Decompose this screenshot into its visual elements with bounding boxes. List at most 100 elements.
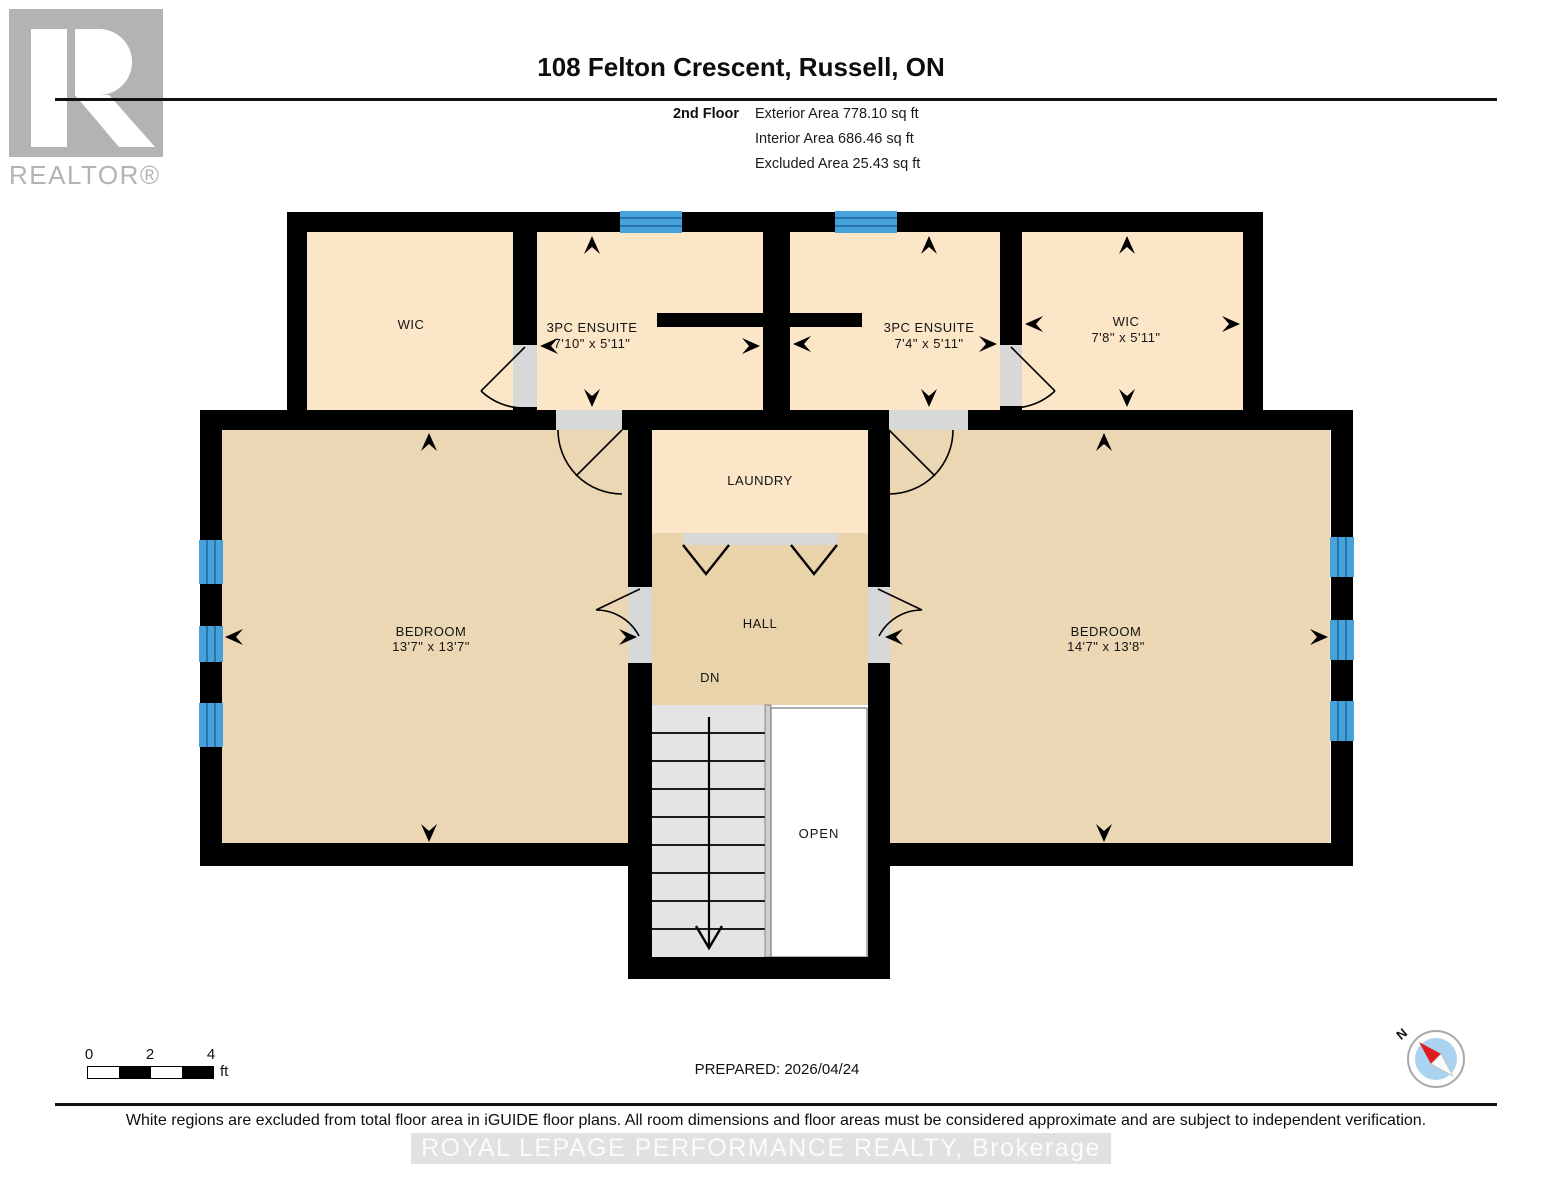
- dim-arrow-up-icon: [421, 433, 437, 451]
- wall: [200, 843, 652, 866]
- room-labels: WIC 3PC ENSUITE 7'10" x 5'11" 3PC ENSUIT…: [392, 314, 1160, 841]
- scale-label-4: 4: [206, 1046, 216, 1063]
- room-dims-ensuite-left: 7'10" x 5'11": [554, 336, 631, 351]
- laundry-floor: [652, 428, 868, 533]
- walls: [200, 212, 1353, 979]
- scale-segment: [150, 1067, 182, 1078]
- disclaimer-text: White regions are excluded from total fl…: [125, 1112, 1427, 1129]
- dim-arrow-up-icon: [1119, 236, 1135, 254]
- scale-segment: [119, 1067, 151, 1078]
- wall: [868, 410, 890, 979]
- room-label-ensuite-left: 3PC ENSUITE: [547, 320, 638, 335]
- door-openings: [513, 345, 1022, 663]
- stair-railing: [764, 704, 772, 958]
- window: [1330, 701, 1354, 741]
- door-swing: [1010, 346, 1056, 409]
- wall: [657, 313, 763, 327]
- room-label-wic-left: WIC: [398, 317, 425, 332]
- door-swing: [480, 346, 526, 409]
- hall-floor: [652, 533, 868, 705]
- open-area-label: OPEN: [799, 826, 840, 841]
- room-label-bedroom-left: BEDROOM: [396, 624, 467, 639]
- window: [199, 703, 223, 747]
- floor-label: 2nd Floor: [672, 106, 739, 122]
- bifold-door: [682, 544, 730, 576]
- compass-needle-south: [1430, 1053, 1455, 1078]
- room-label-laundry: LAUNDRY: [727, 473, 792, 488]
- stair-down-arrow-icon: [694, 925, 724, 951]
- door: [556, 410, 622, 430]
- door: [868, 587, 890, 663]
- window: [1330, 620, 1354, 660]
- realtor-logo-icon: [9, 9, 163, 157]
- dim-arrow-left-icon: [540, 338, 558, 354]
- open-to-below: [770, 707, 868, 958]
- wall: [628, 410, 652, 979]
- dim-arrow-down-icon: [584, 389, 600, 407]
- dim-arrow-down-icon: [921, 389, 937, 407]
- door-swing: [877, 588, 923, 637]
- room-label-ensuite-right: 3PC ENSUITE: [884, 320, 975, 335]
- room-dims-ensuite-right: 7'4" x 5'11": [894, 336, 963, 351]
- room-label-hall: HALL: [743, 616, 778, 631]
- door-swing: [888, 429, 954, 495]
- dim-arrow-right-icon: [742, 338, 760, 354]
- realtor-logo-text: REALTOR®: [9, 160, 161, 190]
- page-title: 108 Felton Crescent, Russell, ON: [537, 52, 945, 82]
- realtor-logo-r-leg: [75, 95, 155, 147]
- door-swing: [595, 588, 641, 637]
- wall: [1243, 212, 1263, 430]
- dim-arrow-left-icon: [225, 629, 243, 645]
- realtor-logo-r-bowl: [75, 29, 132, 95]
- realtor-logo-r-bar: [31, 29, 67, 147]
- prepared-date: PREPARED: 2026/04/24: [694, 1061, 860, 1078]
- dim-arrow-down-icon: [421, 824, 437, 842]
- room-dims-wic-right: 7'8" x 5'11": [1091, 330, 1160, 345]
- bifold-door: [790, 544, 838, 576]
- compass-needle-north: [1419, 1042, 1441, 1064]
- bedroom-right-floor: [868, 430, 1330, 845]
- room-label-bedroom-right: BEDROOM: [1071, 624, 1142, 639]
- window: [620, 211, 682, 233]
- stat-interior-area: Interior Area 686.46 sq ft: [755, 131, 914, 147]
- dim-arrow-right-icon: [619, 629, 637, 645]
- bedroom-left-floor: [222, 430, 652, 845]
- footer-divider: [55, 1103, 1497, 1106]
- door-swings: [480, 346, 1056, 637]
- window: [199, 626, 223, 662]
- dim-arrow-right-icon: [1310, 629, 1328, 645]
- scale-segment: [88, 1067, 120, 1078]
- dim-arrow-down-icon: [1096, 824, 1112, 842]
- wall: [763, 212, 790, 430]
- window: [1330, 537, 1354, 577]
- scale-unit: ft: [220, 1063, 229, 1080]
- dim-arrow-up-icon: [584, 236, 600, 254]
- stairs-dn-label: DN: [700, 670, 720, 685]
- dim-arrow-right-icon: [979, 336, 997, 352]
- dim-arrow-up-icon: [1096, 433, 1112, 451]
- door-swing: [557, 429, 623, 495]
- scale-bar: [87, 1066, 214, 1079]
- closet-opening: [683, 533, 838, 545]
- door: [889, 410, 968, 430]
- wall: [200, 410, 1353, 430]
- scale-segment: [181, 1067, 213, 1078]
- stairwell: [652, 704, 868, 958]
- wall: [628, 957, 890, 979]
- wall: [287, 212, 307, 430]
- room-dims-bedroom-right: 14'7" x 13'8": [1067, 639, 1145, 654]
- dim-arrow-left-icon: [885, 629, 903, 645]
- room-dims-bedroom-left: 13'7" x 13'7": [392, 639, 470, 654]
- dim-arrow-right-icon: [1222, 316, 1240, 332]
- dim-arrow-down-icon: [1119, 389, 1135, 407]
- room-label-wic-right: WIC: [1113, 314, 1140, 329]
- window: [199, 540, 223, 584]
- door: [1000, 345, 1022, 406]
- floor-plan-drawing: WIC 3PC ENSUITE 7'10" x 5'11" 3PC ENSUIT…: [199, 211, 1354, 979]
- dim-arrow-up-icon: [921, 236, 937, 254]
- stat-excluded-area: Excluded Area 25.43 sq ft: [755, 156, 921, 172]
- stat-exterior-area: Exterior Area 778.10 sq ft: [755, 106, 919, 122]
- compass-icon: N: [1393, 1025, 1465, 1088]
- compass-north-label: N: [1393, 1025, 1410, 1043]
